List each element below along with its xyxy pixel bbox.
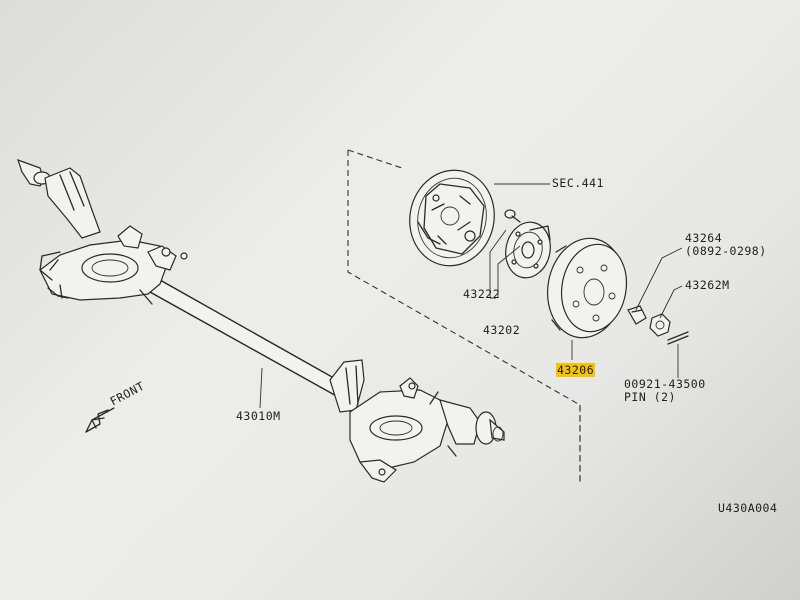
highlight-43206: 43206 [556, 363, 596, 377]
label-43222: 43222 [463, 287, 501, 301]
hub-bearing [505, 221, 551, 279]
hub-bolt [504, 209, 521, 223]
label-43202: 43202 [483, 323, 521, 337]
assembly-boundary [347, 149, 581, 484]
front-arrow-icon [85, 407, 115, 433]
right-trailing-arm [329, 359, 505, 483]
brake-drum [546, 237, 628, 339]
label-43264: 43264 [685, 231, 723, 245]
brake-backing-plate [409, 169, 495, 267]
label-43262m: 43262M [685, 278, 730, 292]
label-pin: PIN (2) [624, 390, 676, 404]
label-43010m: 43010M [236, 409, 281, 423]
label-43206: 43206 [556, 363, 596, 377]
left-trailing-arm [17, 159, 188, 305]
leader-lines [259, 183, 683, 409]
label-sec441: SEC.441 [552, 176, 604, 190]
hub-cap [627, 305, 647, 325]
label-00921: 00921-43500 [624, 377, 706, 391]
figure-code: U430A004 [718, 501, 778, 515]
axle-beam [149, 279, 349, 399]
cotter-pin [667, 331, 689, 345]
label-43264-range: (0892-0298) [685, 244, 767, 258]
